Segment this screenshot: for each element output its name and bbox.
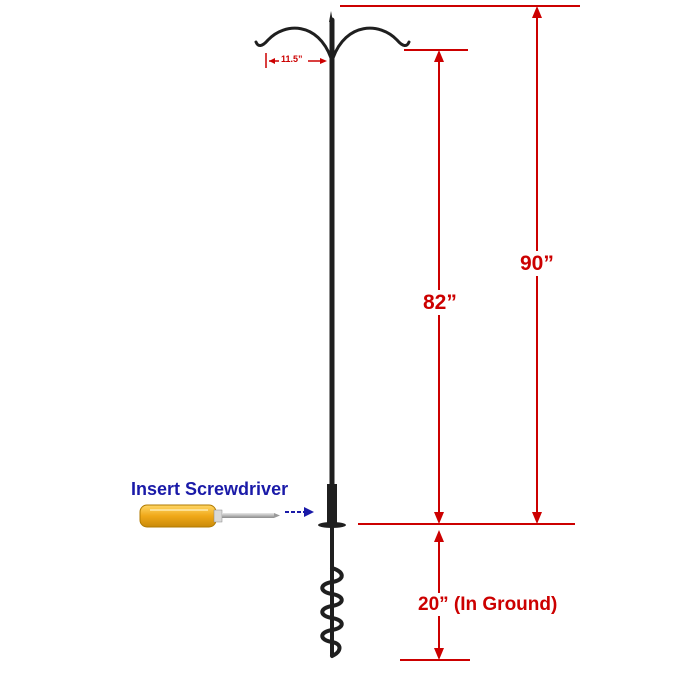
arm-reach-label: 11.5” <box>281 54 303 64</box>
dimension-lines <box>265 5 580 661</box>
screwdriver-ferrule <box>213 509 223 523</box>
insert-screwdriver-label: Insert Screwdriver <box>131 479 289 499</box>
left-hanging-arm <box>254 26 333 60</box>
shepherd-hook-pole <box>254 11 411 658</box>
pole-collar <box>327 484 337 524</box>
right-hanging-arm <box>331 26 411 60</box>
dimension-11-5 <box>265 53 327 68</box>
auger-spiral <box>320 566 344 658</box>
dimension-82 <box>434 50 444 524</box>
screwdriver-handle <box>139 504 217 528</box>
insert-arrow <box>285 507 314 517</box>
in-ground-depth-label: 20” (In Ground) <box>415 593 561 616</box>
screwdriver-icon <box>139 504 280 528</box>
screwdriver-shaft <box>222 513 274 518</box>
above-ground-height-label: 82” <box>420 290 460 315</box>
total-height-label: 90” <box>517 251 557 276</box>
